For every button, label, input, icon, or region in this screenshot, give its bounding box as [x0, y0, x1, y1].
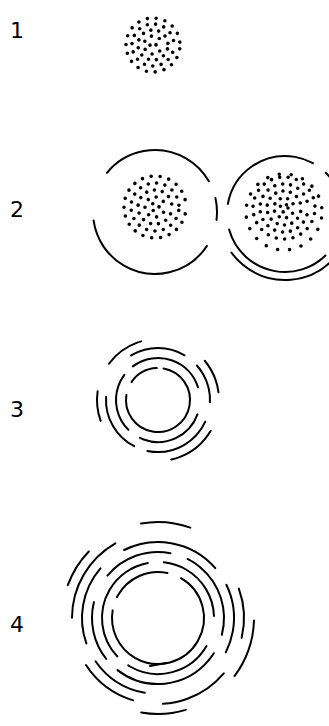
- stage-number: 2: [10, 197, 24, 223]
- dot-cluster: [246, 174, 322, 250]
- stage-number: 4: [10, 612, 24, 638]
- concentric-arcs: [80, 322, 236, 478]
- dot-cluster: [126, 18, 180, 72]
- dot-cluster: [124, 176, 186, 238]
- membrane-arcs: [70, 127, 239, 296]
- concentric-arcs: [35, 495, 281, 726]
- membrane-arcs: [192, 121, 329, 307]
- stage-number: 3: [10, 397, 24, 423]
- stage-number: 1: [10, 18, 24, 44]
